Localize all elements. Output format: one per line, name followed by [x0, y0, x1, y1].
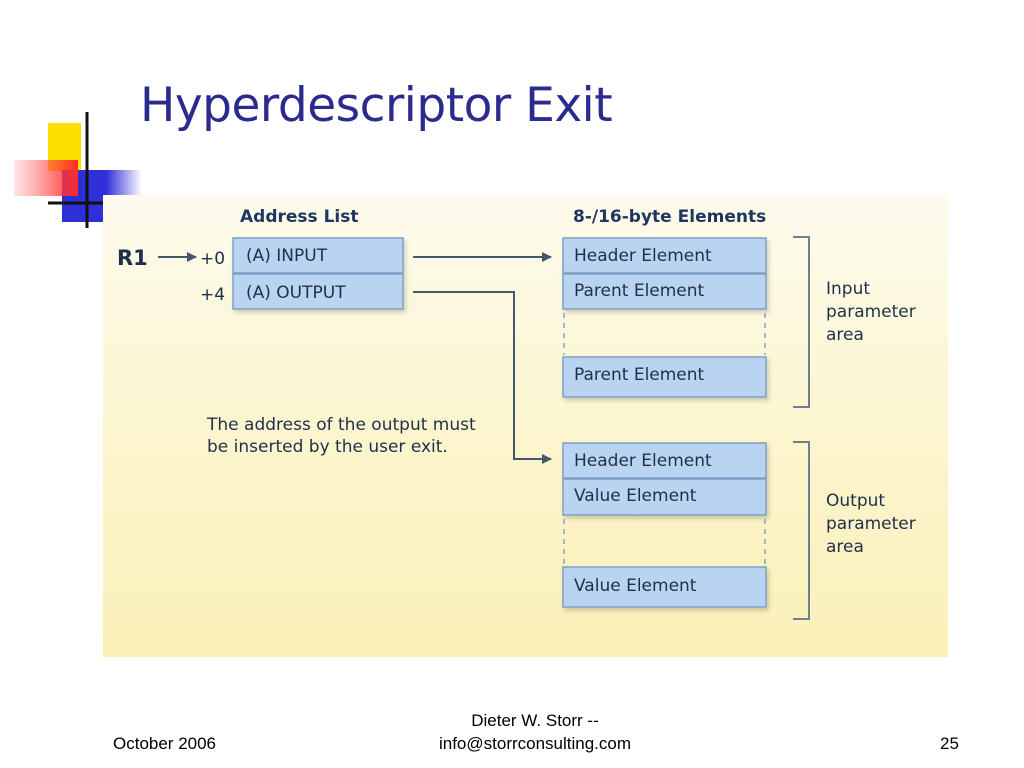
output-connector [413, 291, 552, 464]
output-header-element-label: Header Element [574, 451, 712, 471]
output-value-element-1-label: Value Element [574, 486, 697, 506]
output-area-label-line1: Output [826, 491, 885, 511]
input-area-bracket [793, 236, 810, 408]
input-parent-element-2 [562, 356, 767, 398]
output-value-element-2-label: Value Element [574, 576, 697, 596]
footer-author-email: info@storrconsulting.com [438, 734, 632, 753]
hyperdescriptor-diagram: Address List 8-/16-byte Elements R1 +0 +… [103, 195, 948, 657]
note-line1: The address of the output must [206, 415, 476, 435]
offset-4: +4 [200, 285, 225, 305]
address-entry-output [232, 273, 404, 310]
slide-title: Hyperdescriptor Exit [140, 78, 613, 133]
offset-0: +0 [200, 249, 225, 269]
input-header-element [562, 237, 767, 274]
input-parent-element-1-label: Parent Element [574, 281, 705, 301]
page-number: 25 [940, 734, 959, 753]
note-line2: be inserted by the user exit. [207, 437, 448, 457]
input-parent-element-1 [562, 273, 767, 310]
footer-author-name: Dieter W. Storr -- [471, 711, 599, 730]
address-list-header: Address List [240, 207, 358, 227]
input-area-label-line2: parameter [826, 302, 916, 322]
output-area-label-line3: area [826, 537, 864, 557]
output-header-element [562, 442, 767, 479]
input-area-label-line3: area [826, 325, 864, 345]
output-area-bracket [793, 441, 810, 620]
input-parent-element-2-label: Parent Element [574, 365, 705, 385]
output-value-element-2 [562, 566, 767, 608]
input-header-element-label: Header Element [574, 246, 712, 266]
output-value-element-1 [562, 478, 767, 516]
elements-header: 8-/16-byte Elements [573, 207, 766, 227]
diagram-canvas: Address List 8-/16-byte Elements R1 +0 +… [117, 207, 916, 620]
address-entry-output-label: (A) OUTPUT [246, 283, 346, 303]
red-square [14, 160, 78, 196]
register-label: R1 [117, 246, 148, 270]
footer-date: October 2006 [113, 734, 217, 753]
address-entry-input [232, 237, 404, 274]
output-area-label-line2: parameter [826, 514, 916, 534]
input-area-label-line1: Input [826, 279, 870, 299]
footer-author: Dieter W. Storr -- info@storrconsulting.… [370, 709, 700, 755]
address-entry-input-label: (A) INPUT [246, 246, 328, 266]
